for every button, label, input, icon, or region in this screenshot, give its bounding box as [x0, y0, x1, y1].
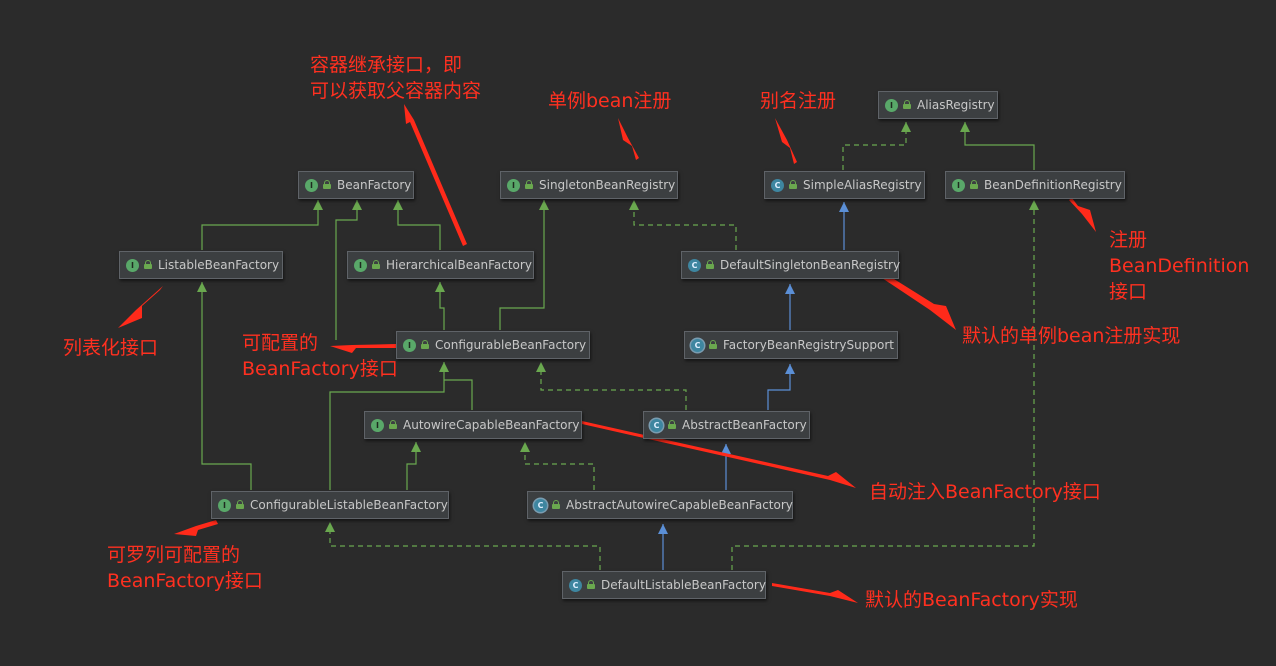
- node-default-singleton-bean-registry[interactable]: C DefaultSingletonBeanRegistry: [681, 251, 901, 279]
- edge-listable-to-beanfactory: [201, 200, 319, 250]
- node-configurable-bean-factory[interactable]: I ConfigurableBeanFactory: [396, 331, 590, 359]
- red-arrow-beandef: [1069, 198, 1096, 232]
- lock-icon: [668, 419, 676, 429]
- lock-icon: [706, 259, 714, 269]
- lock-icon: [144, 259, 152, 269]
- node-configurable-listable-bean-factory[interactable]: I ConfigurableListableBeanFactory: [211, 491, 449, 519]
- red-arrow-defsingleton: [882, 274, 956, 330]
- edge-beandefreg-to-alias: [964, 122, 1035, 170]
- node-abstract-bean-factory[interactable]: C AbstractBeanFactory: [643, 411, 810, 439]
- red-arrow-listable: [118, 286, 163, 328]
- node-label: ConfigurableListableBeanFactory: [250, 498, 448, 512]
- node-default-listable-bean-factory[interactable]: C DefaultListableBeanFactory: [562, 571, 766, 599]
- interface-icon: I: [403, 338, 416, 352]
- red-arrow-clbf: [174, 520, 218, 536]
- node-simple-alias-registry[interactable]: C SimpleAliasRegistry: [764, 171, 925, 199]
- red-arrow-singleton: [618, 118, 639, 160]
- node-autowire-capable-bean-factory[interactable]: I AutowireCapableBeanFactory: [364, 411, 582, 439]
- note-bean-definition-register: 注册 BeanDefinition 接口: [1109, 229, 1250, 303]
- node-alias-registry[interactable]: I AliasRegistry: [878, 91, 998, 119]
- lock-icon: [323, 179, 331, 189]
- lock-icon: [587, 579, 595, 589]
- note-singleton-register: 单例bean注册: [548, 90, 672, 112]
- node-label: DefaultListableBeanFactory: [601, 578, 766, 592]
- node-label: BeanDefinitionRegistry: [984, 178, 1122, 192]
- class-icon: C: [569, 578, 582, 592]
- node-label: DefaultSingletonBeanRegistry: [720, 258, 901, 272]
- note-default-impl: 默认的BeanFactory实现: [865, 589, 1078, 611]
- node-label: AliasRegistry: [917, 98, 995, 112]
- edge-config-to-singleton: [499, 200, 545, 330]
- node-listable-bean-factory[interactable]: I ListableBeanFactory: [119, 251, 283, 279]
- note-container-inherit: 容器继承接口，即 可以获取父容器内容: [310, 54, 482, 102]
- class-icon: C: [688, 258, 701, 272]
- interface-icon: I: [507, 178, 520, 192]
- node-abstract-autowire-capable-bean-factory[interactable]: C AbstractAutowireCapableBeanFactory: [527, 491, 793, 519]
- node-label: AbstractBeanFactory: [682, 418, 807, 432]
- abstract-class-icon: C: [691, 338, 704, 352]
- abstract-class-icon: C: [534, 498, 547, 512]
- lock-icon: [372, 259, 380, 269]
- interface-icon: I: [305, 178, 318, 192]
- lock-icon: [389, 419, 397, 429]
- edge-dlbf-to-beandefreg: [731, 202, 1035, 570]
- node-label: SingletonBeanRegistry: [539, 178, 676, 192]
- edge-config-to-hierarchical: [439, 282, 445, 330]
- red-arrow-configurable: [330, 344, 396, 353]
- interface-icon: I: [371, 418, 384, 432]
- note-configurable: 可配置的 BeanFactory接口: [242, 332, 398, 380]
- node-singleton-bean-registry[interactable]: I SingletonBeanRegistry: [500, 171, 678, 199]
- lock-icon: [789, 179, 797, 189]
- interface-icon: I: [354, 258, 367, 272]
- edge-hierarchical-to-beanfactory: [397, 200, 441, 250]
- edge-autowire-to-config: [444, 379, 473, 410]
- node-factory-bean-registry-support[interactable]: C FactoryBeanRegistrySupport: [684, 331, 898, 359]
- interface-icon: I: [952, 178, 965, 192]
- class-icon: C: [771, 178, 784, 192]
- edge-clbf-to-autowire: [406, 442, 417, 490]
- lock-icon: [236, 499, 244, 509]
- node-label: HierarchicalBeanFactory: [386, 258, 532, 272]
- edge-abstractbf-to-config: [540, 364, 687, 410]
- edge-clbf-to-config: [329, 362, 445, 490]
- node-bean-definition-registry[interactable]: I BeanDefinitionRegistry: [945, 171, 1125, 199]
- interface-icon: I: [126, 258, 139, 272]
- edge-dlbf-to-clbf: [329, 524, 601, 570]
- lock-icon: [525, 179, 533, 189]
- node-hierarchical-bean-factory[interactable]: I HierarchicalBeanFactory: [347, 251, 534, 279]
- node-label: AutowireCapableBeanFactory: [403, 418, 580, 432]
- edge-aacbf-to-autowire: [524, 444, 595, 490]
- note-autowire: 自动注入BeanFactory接口: [869, 481, 1101, 503]
- note-listable: 列表化接口: [63, 337, 159, 359]
- note-default-singleton-impl: 默认的单例bean注册实现: [962, 325, 1181, 347]
- edge-defsingleton-to-singleton: [633, 202, 737, 250]
- interface-icon: I: [218, 498, 231, 512]
- node-label: BeanFactory: [337, 178, 412, 192]
- lock-icon: [421, 339, 429, 349]
- abstract-class-icon: C: [650, 418, 663, 432]
- edge-simplealias-to-alias: [842, 122, 907, 170]
- edge-abstractbf-to-fbrs: [767, 364, 791, 410]
- edge-clbf-to-listable: [201, 282, 252, 490]
- node-label: ListableBeanFactory: [158, 258, 280, 272]
- red-arrow-default: [772, 583, 858, 603]
- red-arrow-alias: [775, 118, 797, 164]
- note-alias-register: 别名注册: [760, 90, 837, 112]
- lock-icon: [709, 339, 717, 349]
- note-configurable-listable: 可罗列可配置的 BeanFactory接口: [107, 544, 263, 592]
- node-label: ConfigurableBeanFactory: [435, 338, 587, 352]
- red-arrow-container: [404, 104, 467, 246]
- node-bean-factory[interactable]: I BeanFactory: [298, 171, 414, 199]
- node-label: SimpleAliasRegistry: [803, 178, 922, 192]
- lock-icon: [970, 179, 978, 189]
- interface-icon: I: [885, 98, 898, 112]
- node-label: AbstractAutowireCapableBeanFactory: [566, 498, 793, 512]
- lock-icon: [903, 99, 911, 109]
- node-label: FactoryBeanRegistrySupport: [723, 338, 894, 352]
- lock-icon: [552, 499, 560, 509]
